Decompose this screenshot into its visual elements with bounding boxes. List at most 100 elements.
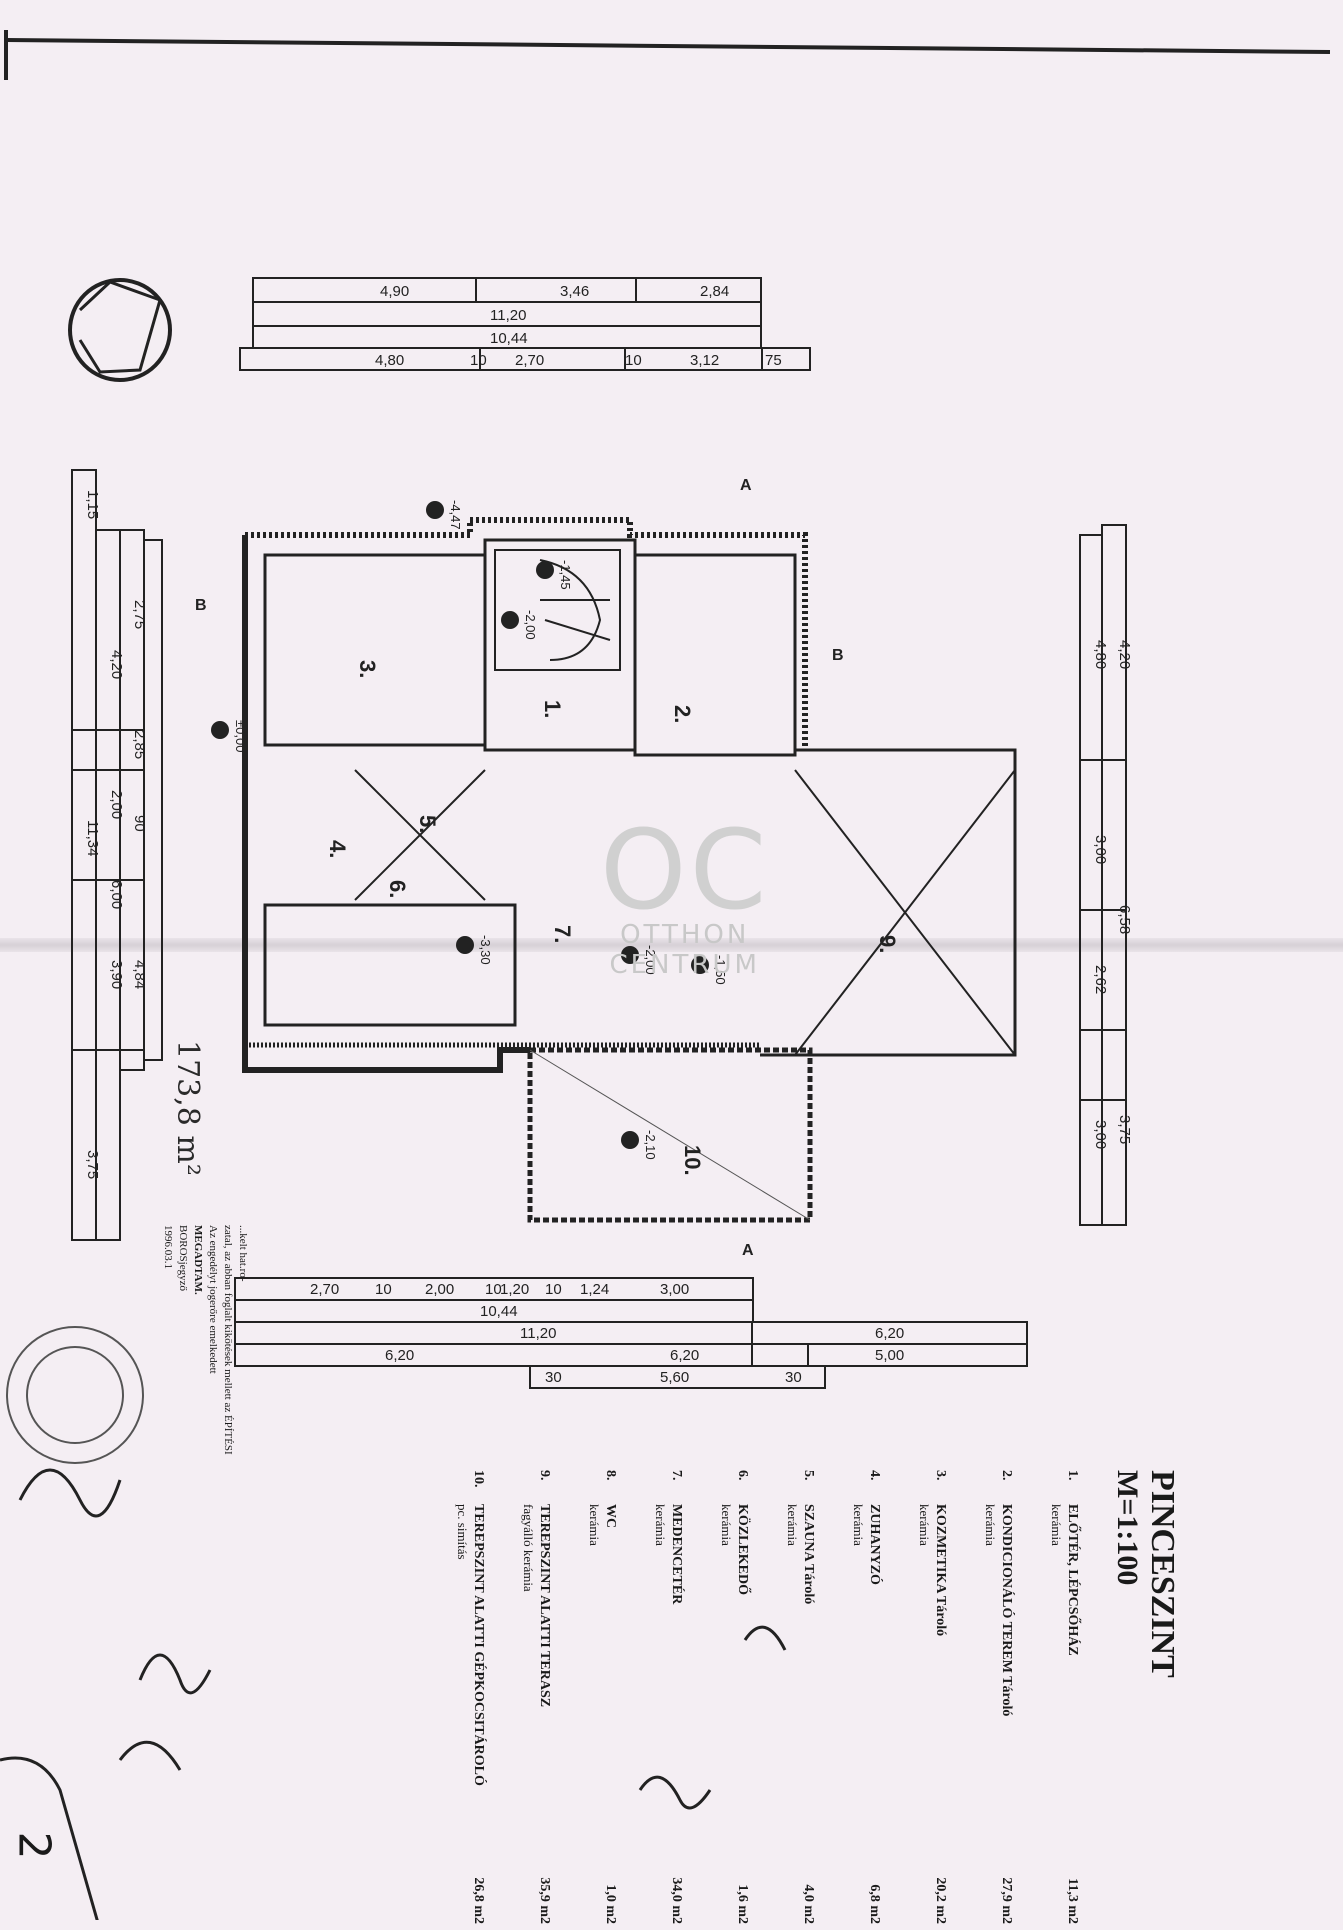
watermark-mark: OC	[600, 806, 770, 934]
dimension-label: 2,84	[700, 283, 729, 300]
dimension-label: 11,20	[490, 307, 526, 324]
room-area: 26,8 m2	[471, 1877, 486, 1924]
approval-line: BOROSjegyző	[177, 1225, 189, 1291]
approval-text: ...kelt hat.ro- zatal, az abban foglalt …	[160, 1225, 250, 1585]
section-markers: A A B B	[195, 477, 844, 1259]
dimension-label: 75	[765, 352, 782, 369]
level-marker-icon	[621, 1131, 639, 1149]
dimension-label: 10	[470, 352, 487, 369]
dimension-label: 3,75	[84, 1150, 101, 1179]
room-number: 1.	[1065, 1470, 1080, 1481]
dimension-label: 3,90	[108, 960, 125, 989]
handwritten-signatures	[18, 1468, 787, 1810]
dimension-label: 2,70	[310, 1281, 339, 1298]
room-area: 34,0 m2	[669, 1877, 684, 1924]
room-area: 1,0 m2	[603, 1884, 618, 1924]
dimension-label: 3,00	[1092, 835, 1109, 864]
dimension-label: 4,84	[131, 960, 148, 989]
approval-line: MEGADTAM.	[192, 1225, 204, 1295]
dimension-label: 5,60	[660, 1369, 689, 1386]
room-area: 35,9 m2	[537, 1877, 552, 1924]
dimension-label: 6,00	[108, 880, 125, 909]
level-marker-icon	[456, 936, 474, 954]
room-number: 2.	[999, 1470, 1014, 1481]
dimension-label: 4,90	[380, 283, 409, 300]
dimension-label: 6,58	[1116, 905, 1133, 934]
dimension-label: 30	[545, 1369, 562, 1386]
dimension-label: 6,20	[670, 1347, 699, 1364]
dimension-label: 3,12	[690, 352, 719, 369]
level-marker-icon	[536, 561, 554, 579]
room-area: 6,8 m2	[867, 1884, 882, 1924]
room-number: 10.	[471, 1470, 486, 1488]
room-label: 5.	[415, 815, 440, 833]
level-mark-label: -3,30	[478, 935, 493, 965]
level-mark-label: -4,47	[448, 500, 463, 530]
plan-scale: M=1:100	[1111, 1470, 1144, 1586]
dimension-label: 2,62	[1092, 965, 1109, 994]
level-mark-label: -1,45	[558, 560, 573, 590]
level-marker-icon	[211, 721, 229, 739]
level-mark-label: ±0,00	[233, 720, 248, 752]
room-number: 8.	[603, 1470, 618, 1481]
dimension-label: 10	[485, 1281, 502, 1298]
room-label: 7.	[550, 925, 575, 943]
room-number-labels: 1.2.3.4.5.6.7.9.10.	[325, 660, 900, 1176]
dimension-label: 1,24	[580, 1281, 609, 1298]
left-dimension-chain	[71, 469, 163, 1241]
dimension-label: 11,34	[84, 820, 101, 856]
level-mark-label: -1,50	[713, 955, 728, 985]
room-number: 6.	[735, 1470, 750, 1481]
spiral-staircase	[494, 549, 621, 671]
top-dimension-chain	[239, 277, 811, 371]
room-area: 1,6 m2	[735, 1884, 750, 1924]
paper-fold	[0, 938, 1343, 952]
level-marker-icon	[501, 611, 519, 629]
dimension-label: 10,44	[490, 330, 528, 347]
dimension-label: 11,20	[520, 1325, 556, 1342]
page-corner-mark	[0, 1756, 99, 1920]
room-number: 5.	[801, 1470, 816, 1481]
level-mark-label: -2,10	[643, 1130, 658, 1160]
dimension-label: 5,00	[875, 1347, 904, 1364]
level-mark-label: -2,00	[523, 610, 538, 640]
dimension-label: 6,20	[385, 1347, 414, 1364]
approval-line: ...kelt hat.ro-	[237, 1225, 249, 1282]
level-marker-icon	[621, 946, 639, 964]
level-marks: -4,47-2,00-1,45±0,00-3,30-2,00-1,50-2,10	[211, 500, 728, 1160]
dimension-label: 4,20	[108, 650, 125, 679]
dimension-label: 3,00	[660, 1281, 689, 1298]
room-label: 10.	[680, 1145, 705, 1176]
room-number: 7.	[669, 1470, 684, 1481]
north-arrow-icon	[68, 278, 172, 382]
room-label: 3.	[355, 660, 380, 678]
level-marker-icon	[691, 956, 709, 974]
approval-line: Az engedélyt jogerőre emelkedett	[207, 1225, 219, 1374]
svg-text:B: B	[832, 647, 844, 664]
dimension-label: 4,80	[1092, 640, 1109, 669]
outer-walls	[242, 517, 1017, 1223]
dimension-label: 2,75	[131, 600, 148, 629]
room-label: 1.	[540, 700, 565, 718]
room-number: 3.	[933, 1470, 948, 1481]
room-label: 9.	[875, 935, 900, 953]
svg-text:A: A	[742, 1242, 754, 1259]
